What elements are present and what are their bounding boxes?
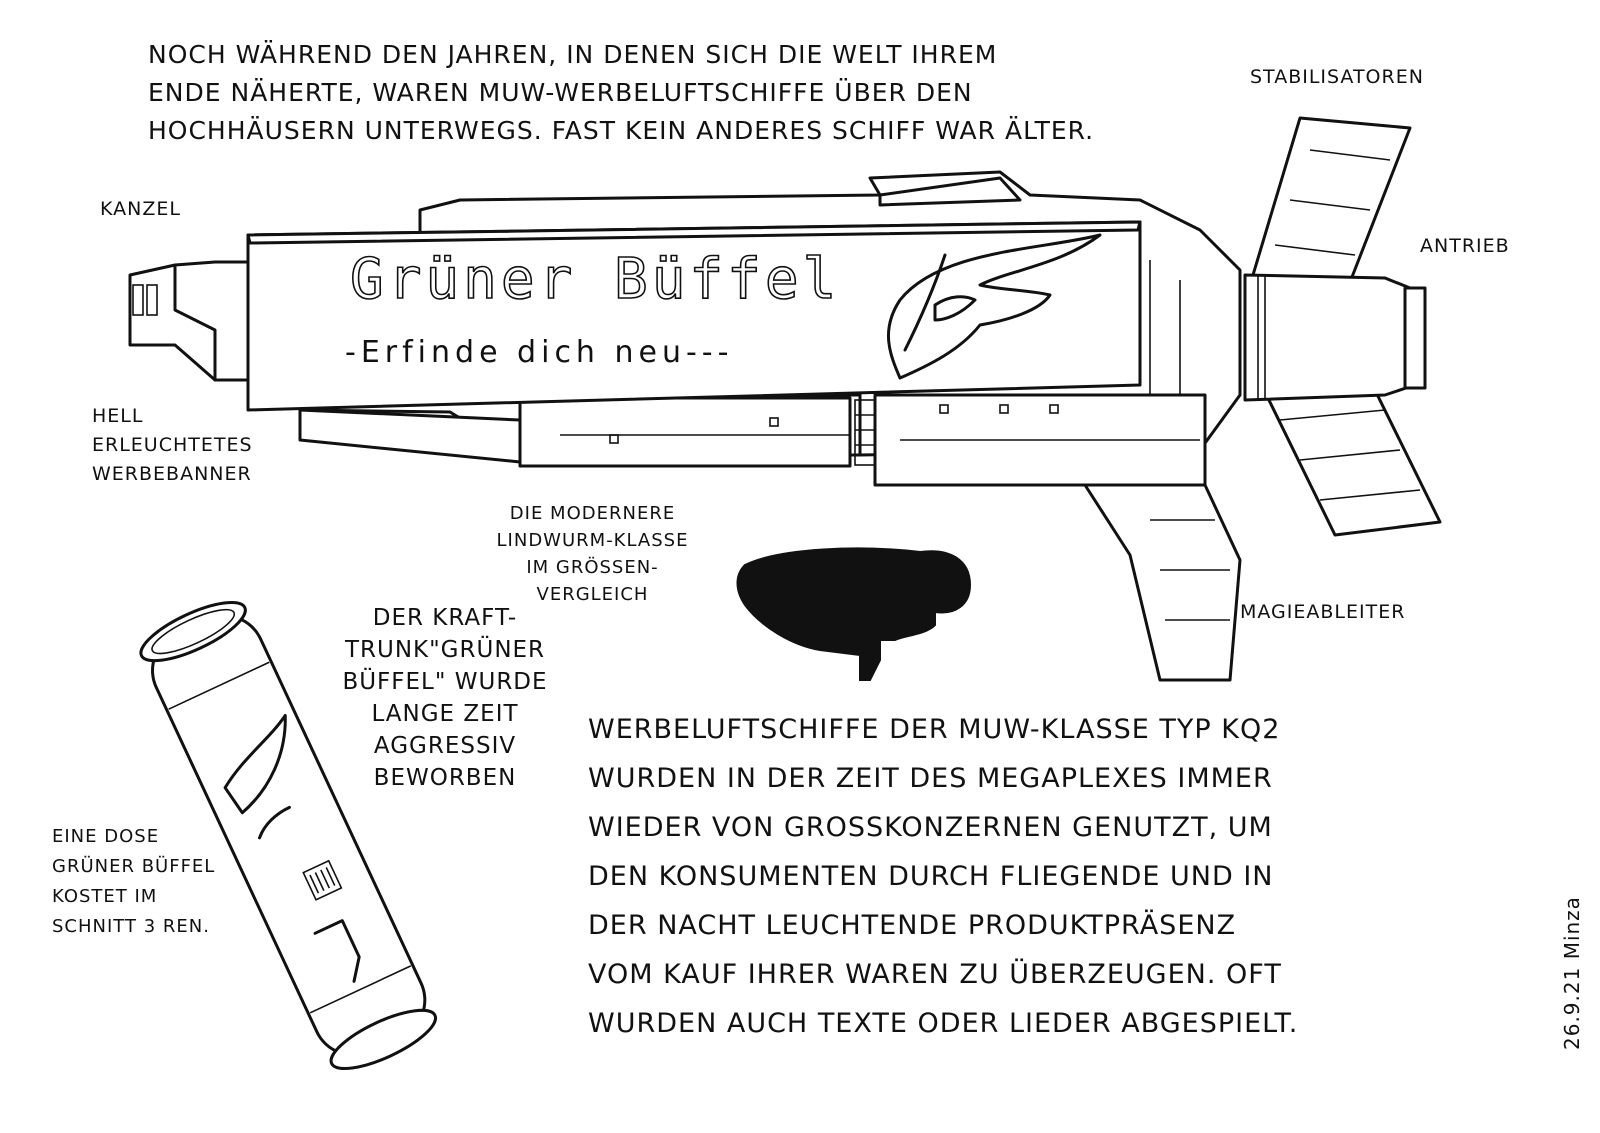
magic-conductor	[1083, 483, 1242, 682]
label-werbebanner: Hell erleuchtetes Werbebanner	[92, 402, 253, 489]
label-line: Die modernere	[509, 503, 676, 524]
intro-line: Ende näherte, waren MUW-Werbeluftschiffe…	[148, 78, 973, 107]
description-line: wurden in der Zeit des Megaplexes immer	[588, 763, 1273, 794]
intro-line: Hochhäusern unterwegs. Fast kein anderes…	[148, 116, 1095, 145]
label-line: erleuchtetes	[92, 434, 253, 456]
drink-line: trunk"Grüner	[344, 637, 546, 663]
dose-line: Grüner Büffel	[52, 856, 216, 877]
drink-line: lange Zeit	[371, 701, 519, 727]
label-lindwurm: Die modernere Lindwurm-Klasse im Grössen…	[470, 500, 715, 608]
drink-line: aggressiv	[373, 733, 517, 759]
dose-line: Schnitt 3 Ren.	[52, 916, 210, 937]
description-line: den Konsumenten durch fliegende und in	[588, 861, 1274, 892]
engine	[1243, 273, 1427, 402]
description-line: Werbeluftschiffe der MUW-Klasse Typ KQ2	[588, 714, 1281, 745]
banner-slogan: -Erfinde dich neu---	[345, 335, 733, 370]
label-line: Werbebanner	[92, 463, 252, 485]
label-line: Hell	[92, 405, 144, 427]
stabilisers	[1248, 116, 1442, 537]
description-line: wurden auch Texte oder Lieder abgespielt…	[588, 1008, 1299, 1039]
cockpit	[128, 260, 252, 382]
drink-can-icon	[139, 600, 438, 1071]
dose-line: Eine Dose	[52, 826, 160, 847]
description-line: der Nacht leuchtende Produktpräsenz	[588, 910, 1237, 941]
banner-title: Grüner Büffel	[350, 247, 840, 312]
advertising-banner: Grüner Büffel -Erfinde dich neu---	[246, 220, 1142, 412]
label-stabilisatoren: Stabilisatoren	[1250, 66, 1424, 88]
label-line: im Grössen-	[526, 557, 659, 578]
description-paragraph: Werbeluftschiffe der MUW-Klasse Typ KQ2 …	[588, 705, 1298, 1048]
drink-line: Der Kraft-	[372, 605, 518, 631]
label-antrieb: Antrieb	[1420, 235, 1510, 257]
label-line: vergleich	[536, 584, 649, 605]
buffalo-logo-icon	[886, 233, 1102, 380]
lindwurm-silhouette	[736, 547, 972, 681]
intro-paragraph: Noch während den Jahren, in denen sich d…	[148, 36, 1094, 150]
label-magieableiter: Magieableiter	[1240, 601, 1406, 623]
drink-line: beworben	[373, 765, 517, 791]
label-kanzel: Kanzel	[100, 198, 181, 220]
dose-line: kostet im	[52, 886, 158, 907]
drink-line: Büffel" wurde	[342, 669, 548, 695]
artist-signature: 26.9.21 Minza	[1560, 896, 1584, 1050]
description-line: wieder von Grosskonzernen genutzt, um	[588, 812, 1273, 843]
description-line: vom Kauf ihrer Waren zu überzeugen. Oft	[588, 959, 1282, 990]
drink-note: Der Kraft- trunk"Grüner Büffel" wurde la…	[300, 602, 590, 794]
label-line: Lindwurm-Klasse	[496, 530, 689, 551]
can-price-note: Eine Dose Grüner Büffel kostet im Schnit…	[52, 822, 215, 942]
intro-line: Noch während den Jahren, in denen sich d…	[148, 40, 998, 69]
